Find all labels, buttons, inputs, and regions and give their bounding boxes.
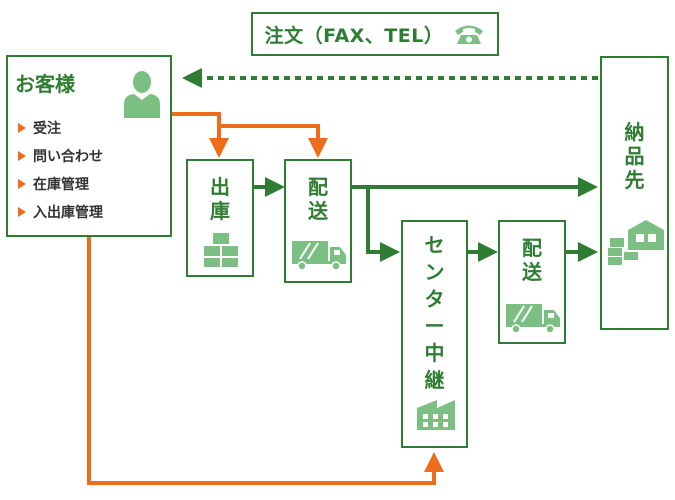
- destination-label: 納品先: [624, 120, 645, 192]
- delivery-1-label: 配送: [308, 175, 328, 223]
- orange-arrow-to-center: [87, 236, 444, 485]
- telephone-icon: [455, 25, 484, 44]
- shipping-label: 出庫: [210, 175, 230, 223]
- green-arrow-to-center: [366, 187, 400, 262]
- list-item: 在庫管理: [18, 170, 103, 198]
- bullet-triangle-icon: [18, 179, 26, 189]
- orange-arrow-to-shipping: [172, 112, 229, 158]
- center-box: センター中継: [401, 220, 468, 448]
- truck-icon: [506, 304, 560, 334]
- building-icon: [417, 400, 455, 430]
- list-item: 問い合わせ: [18, 142, 103, 170]
- bullet-triangle-icon: [18, 207, 26, 217]
- warehouse-icon: [608, 220, 664, 265]
- boxes-icon: [204, 233, 238, 267]
- delivery-box-2: 配送: [498, 220, 566, 344]
- orange-arrow-to-delivery: [219, 124, 328, 158]
- person-icon: [124, 71, 160, 118]
- center-label: センター中継: [424, 233, 445, 392]
- shipping-box: 出庫: [186, 159, 254, 277]
- destination-box: 納品先: [600, 56, 669, 330]
- delivery-box-1: 配送: [284, 159, 352, 283]
- bullet-triangle-icon: [18, 123, 26, 133]
- order-label: 注文（FAX、TEL）: [264, 24, 444, 47]
- list-item: 受注: [18, 114, 103, 142]
- customer-list: 受注 問い合わせ 在庫管理 入出庫管理: [18, 114, 103, 226]
- bullet-triangle-icon: [18, 151, 26, 161]
- delivery-2-label: 配送: [522, 236, 542, 284]
- list-item: 入出庫管理: [18, 198, 103, 226]
- order-arrowhead: [182, 68, 202, 88]
- customer-title: お客様: [15, 72, 75, 96]
- order-box: 注文（FAX、TEL）: [251, 12, 499, 56]
- truck-icon: [292, 241, 346, 271]
